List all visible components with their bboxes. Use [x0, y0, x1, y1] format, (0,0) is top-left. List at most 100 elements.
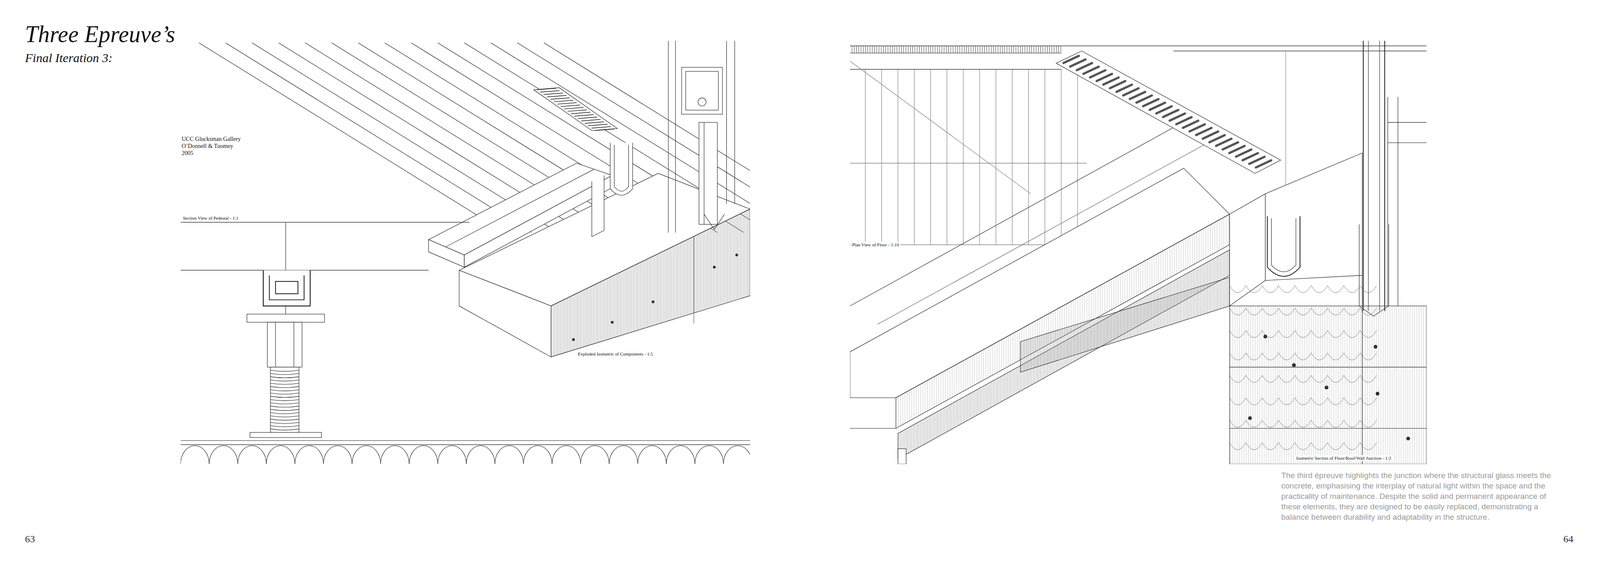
- drawing-line: [850, 162, 1087, 164]
- drawing-line: [1229, 307, 1377, 315]
- drawing-line: [986, 45, 988, 53]
- drawing-line: [577, 117, 598, 119]
- drawing-line: [1123, 88, 1139, 96]
- drawing-line: [1229, 420, 1377, 428]
- drawing-line: [930, 45, 931, 53]
- drawing-line: [1004, 45, 1005, 53]
- drawing-line: [850, 40, 1427, 464]
- drawing-line: [1325, 385, 1329, 390]
- drawing-line: [899, 45, 900, 53]
- drawing-line: [270, 386, 300, 388]
- drawing-line: [972, 45, 974, 53]
- drawing-line: [352, 445, 381, 464]
- drawing-line: [1027, 45, 1028, 53]
- drawing-line: [697, 97, 707, 107]
- drawing-line: [270, 409, 300, 411]
- drawing-line: [961, 45, 963, 53]
- drawing-line: [591, 126, 612, 129]
- drawing-line: [1379, 40, 1380, 311]
- drawing-line: [1033, 45, 1035, 53]
- drawing-line: [850, 61, 1031, 194]
- drawing-line: [295, 445, 324, 464]
- drawing-line: [1229, 442, 1377, 450]
- drawing-line: [905, 45, 907, 53]
- drawing-line: [270, 419, 300, 421]
- drawing-line: [1070, 59, 1086, 67]
- drawing-line: [1384, 40, 1385, 311]
- drawing-line: [907, 45, 909, 53]
- drawing-line: [894, 45, 895, 53]
- drawing-line: [1248, 416, 1252, 420]
- drawing-line: [959, 45, 960, 53]
- drawing-line: [874, 45, 875, 53]
- drawing-line: [1387, 122, 1427, 123]
- caption-text: The third épreuve highlights the junctio…: [1281, 470, 1555, 523]
- drawing-line: [1022, 45, 1023, 53]
- drawing-line: [860, 45, 862, 53]
- drawing-line: [1156, 106, 1172, 114]
- drawing-line: [614, 144, 629, 191]
- drawing-line: [591, 175, 604, 237]
- drawing-line: [880, 45, 882, 53]
- drawing-line: [735, 253, 738, 256]
- view-label: Plan View of Floor - 1:10: [850, 241, 901, 248]
- view-label: Isometric Section of Floor/Roof/Wall Jun…: [1295, 455, 1393, 461]
- drawing-line: [928, 45, 929, 53]
- drawing-line: [611, 321, 614, 324]
- drawing-line: [1116, 84, 1133, 92]
- drawing-line: [1229, 427, 1427, 429]
- drawing-line: [1035, 45, 1037, 53]
- drawing-line: [865, 45, 866, 53]
- drawing-line: [1029, 45, 1030, 53]
- drawing-line: [199, 42, 506, 233]
- drawing-line: [1229, 352, 1377, 360]
- drawing-line: [1110, 81, 1126, 89]
- drawing-line: [856, 45, 857, 53]
- drawing-line: [550, 97, 570, 100]
- drawing-line: [464, 175, 613, 268]
- drawing-line: [445, 169, 594, 247]
- drawing-line: [1006, 45, 1008, 53]
- drawing-line: [553, 100, 574, 102]
- drawing-line: [270, 370, 300, 372]
- drawing-line: [536, 88, 615, 131]
- drawing-line: [547, 95, 567, 98]
- drawing-line: [1216, 138, 1232, 146]
- drawing-line: [862, 45, 864, 53]
- drawing-line: [1359, 224, 1389, 316]
- drawing-line: [180, 40, 750, 464]
- drawing-line: [852, 45, 1061, 53]
- drawing-line: [1000, 45, 1001, 53]
- drawing-line: [581, 119, 601, 121]
- drawing-line: [267, 322, 303, 368]
- drawing-line: [1162, 110, 1179, 118]
- drawing-line: [977, 45, 978, 53]
- drawing-line: [570, 112, 591, 114]
- drawing-line: [1173, 50, 1427, 52]
- drawing-line: [209, 445, 238, 464]
- drawing-line: [896, 45, 898, 53]
- drawing-line: [851, 45, 853, 53]
- drawing-line: [982, 45, 983, 53]
- drawing-line: [1013, 45, 1014, 53]
- drawing-line: [979, 69, 980, 245]
- drawing-line: [285, 222, 286, 270]
- drawing-line: [1362, 275, 1363, 465]
- drawing-line: [543, 92, 564, 95]
- drawing-line: [523, 445, 553, 464]
- drawing-line: [962, 69, 964, 245]
- drawing-line: [536, 88, 557, 90]
- drawing-line: [968, 45, 970, 53]
- drawing-line: [952, 45, 954, 53]
- drawing-line: [970, 45, 972, 53]
- drawing-line: [180, 222, 470, 223]
- drawing-line: [854, 45, 855, 53]
- drawing-line: [1235, 149, 1252, 157]
- drawing-line: [685, 71, 719, 110]
- drawing-line: [1056, 50, 1281, 174]
- drawing-line: [572, 338, 575, 341]
- drawing-line: [1060, 45, 1061, 53]
- drawing-line: [1229, 285, 1377, 450]
- drawing-line: [1267, 216, 1300, 277]
- drawing-line: [1229, 330, 1377, 338]
